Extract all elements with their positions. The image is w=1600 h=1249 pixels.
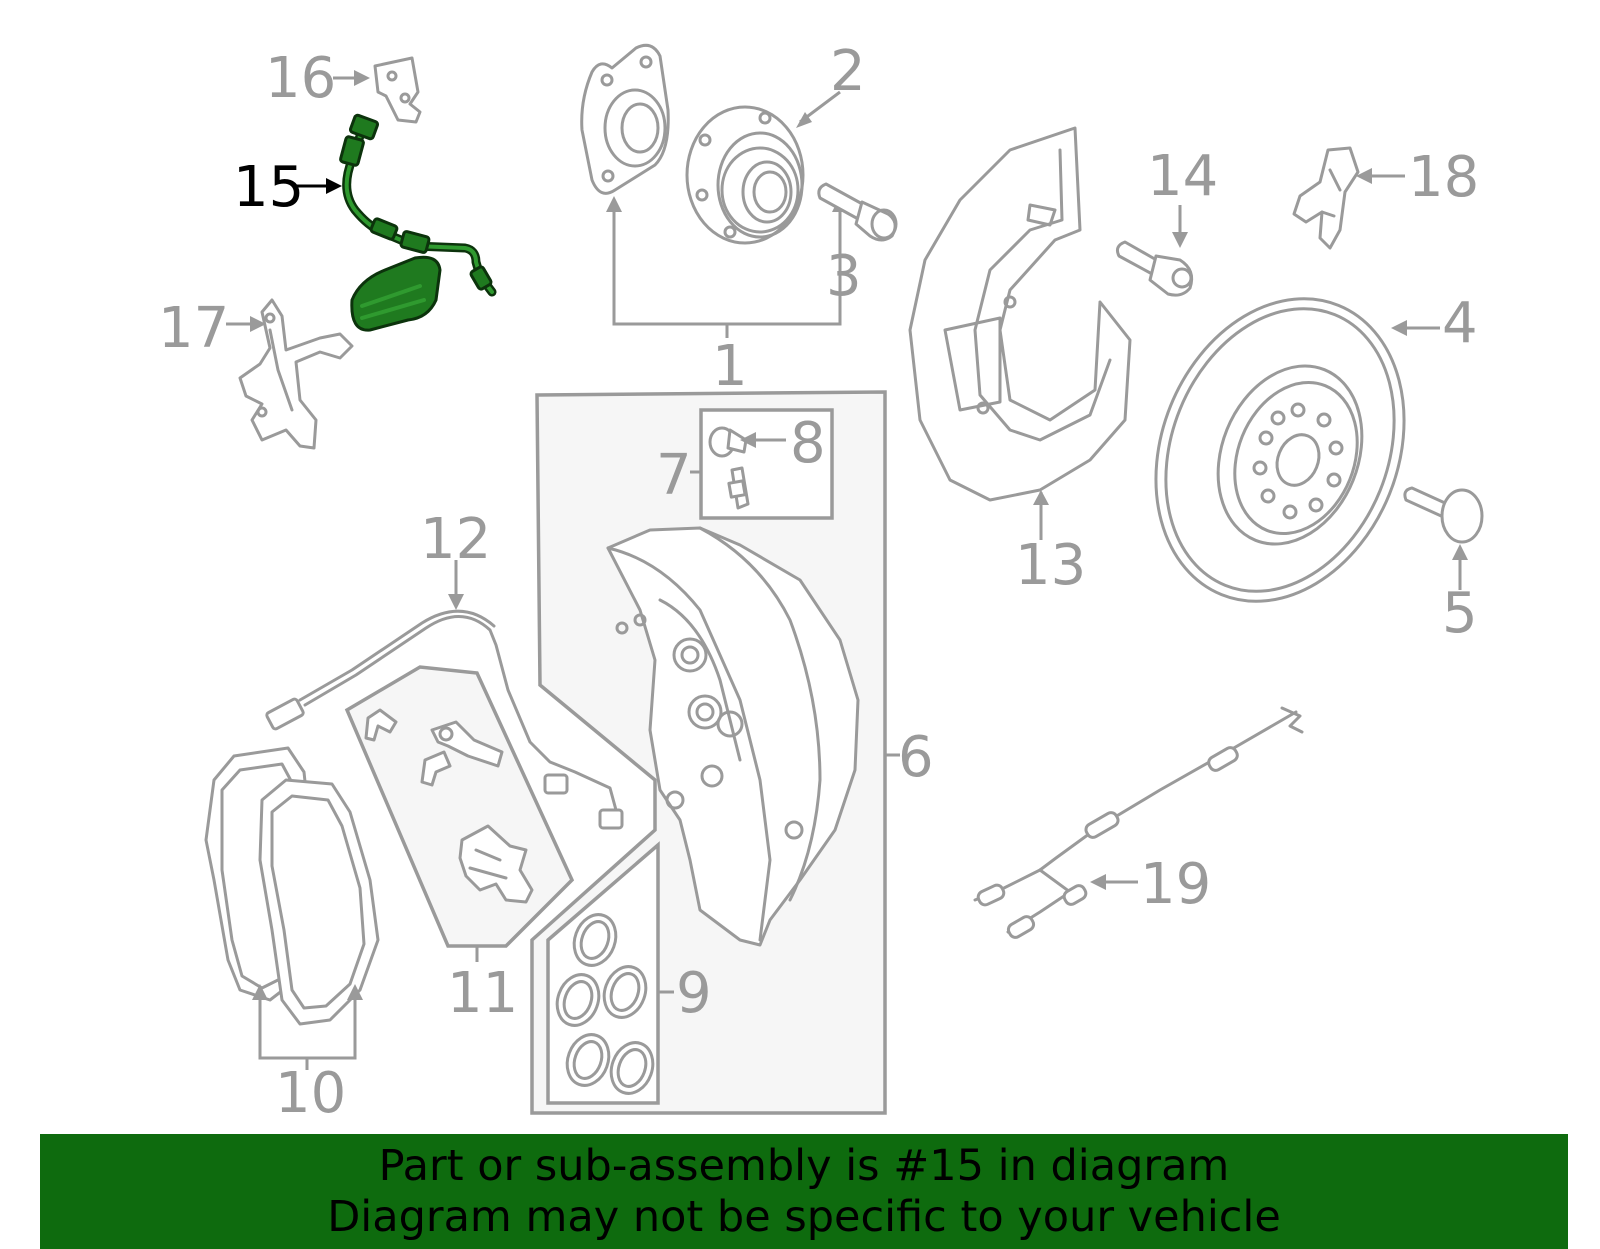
arrow-5 — [1452, 544, 1468, 560]
arrow-14 — [1172, 232, 1188, 248]
wheel-bearing-housing — [580, 43, 670, 195]
callout-17: 17 — [158, 296, 229, 361]
callout-19: 19 — [1140, 852, 1211, 917]
seal-kit-panel — [546, 841, 660, 1105]
hub-bolt — [817, 182, 898, 242]
caliper-seals — [555, 913, 655, 1095]
shield-bolt — [1116, 240, 1194, 297]
callout-3: 3 — [826, 244, 862, 309]
brake-rotor — [1154, 297, 1406, 603]
callout-18: 18 — [1408, 145, 1479, 210]
bleeder-screw — [727, 466, 750, 510]
clip-18 — [1292, 146, 1360, 250]
callout-10: 10 — [275, 1061, 346, 1126]
info-banner: Part or sub-assembly is #15 in diagram D… — [40, 1134, 1568, 1249]
pad-wear-sensor — [265, 609, 624, 830]
leader-10 — [258, 996, 357, 1070]
bracket-17 — [238, 298, 354, 450]
arrow-18 — [1356, 168, 1372, 184]
wheel-hub — [685, 105, 805, 245]
arrow-15 — [326, 178, 342, 194]
arrow-10b — [347, 984, 363, 1000]
callout-12: 12 — [420, 507, 491, 572]
hardware-kit — [364, 708, 534, 904]
arrow-8 — [740, 432, 756, 448]
splash-shield — [908, 126, 1132, 502]
bracket-16 — [373, 56, 422, 124]
wear-sensor-harness — [973, 706, 1304, 939]
callout-16: 16 — [265, 46, 336, 111]
callout-9: 9 — [676, 961, 712, 1026]
arrow-1a — [606, 196, 622, 212]
banner-line-1: Part or sub-assembly is #15 in diagram — [378, 1140, 1230, 1191]
arrow-17 — [250, 316, 266, 332]
callout-11: 11 — [447, 961, 518, 1026]
arrow-19 — [1090, 874, 1106, 890]
arrow-13 — [1033, 490, 1049, 505]
callout-14: 14 — [1147, 144, 1218, 209]
callout-2: 2 — [830, 39, 866, 104]
arrow-16 — [354, 70, 370, 86]
brake-caliper — [606, 526, 860, 947]
banner-line-2: Diagram may not be specific to your vehi… — [327, 1191, 1281, 1242]
arrow-12 — [448, 594, 464, 610]
callout-15: 15 — [233, 155, 304, 220]
callout-1: 1 — [712, 334, 748, 399]
callout-5: 5 — [1442, 581, 1478, 646]
leader-1 — [612, 210, 842, 338]
callout-6: 6 — [898, 725, 934, 790]
brake-hose-highlighted[interactable] — [339, 113, 497, 332]
callout-4: 4 — [1442, 291, 1478, 356]
bleeder-cap — [708, 426, 748, 458]
rotor-screw — [1403, 486, 1484, 544]
callout-7: 7 — [656, 443, 692, 508]
arrow-10a — [252, 984, 268, 1000]
callout-13: 13 — [1015, 533, 1086, 598]
callout-8: 8 — [790, 411, 826, 476]
bleeder-kit-box — [699, 408, 834, 520]
arrow-4 — [1391, 320, 1407, 336]
arrow-2 — [796, 112, 812, 128]
brake-pads — [204, 746, 380, 1026]
